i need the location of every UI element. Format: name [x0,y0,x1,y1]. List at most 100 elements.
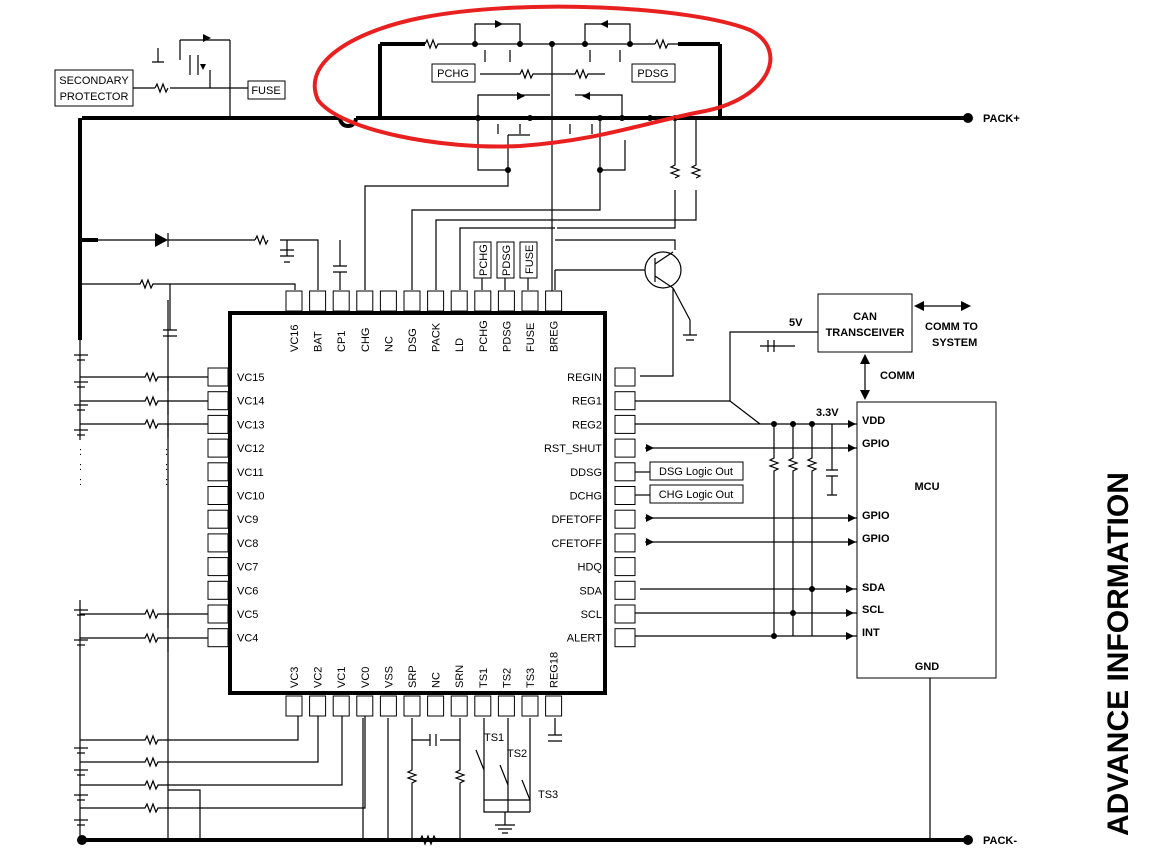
pin-right-hdq [614,557,636,577]
pin-top-label: CHG [360,328,372,352]
pin-bottom-label: NC [431,672,443,688]
pin-bottom-label: TS1 [478,668,490,688]
pin-top-label: PCHG [478,320,490,352]
pack-positive-label: PACK+ [983,113,1020,125]
pin-bottom-ts2 [497,695,515,717]
can-label-2: TRANSCEIVER [826,327,905,339]
pin-right-reg2 [614,414,636,434]
pin-right-sda [614,580,636,600]
svg-text::: : [165,461,168,473]
pin-bottom-label: SRP [407,665,419,688]
pin-right-dfetoff [614,509,636,529]
ts3-label: TS3 [538,789,558,801]
pin-bottom-vc3 [285,695,303,717]
pin-top-nc [379,290,397,312]
pdsg-label: PDSG [637,68,668,80]
mcu-pin-gpio: GPIO [862,533,890,545]
pin-left-vc12 [207,438,229,458]
pin-top-pack [427,290,445,312]
pin-bottom-vc0 [356,695,374,717]
pin-bottom-label: VSS [383,666,395,688]
pin-bottom-label: VC3 [289,667,301,688]
can-transceiver-box [817,293,913,353]
pin-top-label: BAT [313,331,325,352]
bottom-network [362,718,562,846]
comm-to-system-2: SYSTEM [932,337,977,349]
mcu-pin-int: INT [862,627,880,639]
secondary-protector-label-2: PROTECTOR [60,91,129,103]
pin-right-label: SDA [579,585,602,597]
pin-tag-boxes: PCHG PDSG FUSE [473,241,538,290]
pin-top-dsg [403,290,421,312]
highlight-ellipse [312,4,773,149]
pin-left-label: VC7 [237,562,258,574]
svg-text::: : [165,476,168,488]
pin-bottom-label: VC2 [313,667,325,688]
svg-text::: : [79,446,82,458]
pin-left-label: VC8 [237,538,258,550]
pin-left-vc7 [207,557,229,577]
pin-top-label: FUSE [525,323,537,352]
dsg-logic-out: DSG Logic Out [659,466,733,478]
mcu-pin-sda: SDA [862,582,885,594]
pin-right-label: RST_SHUT [544,443,602,455]
pin-left-vc5 [207,604,229,624]
fuse-drive-fet [133,34,248,118]
three-v3-label: 3.3V [816,407,839,419]
pin-top-label: CP1 [336,331,348,352]
pin-bottom-label: SRN [454,665,466,688]
pack-negative-label: PACK- [983,835,1017,847]
pin-top-fuse [521,290,539,312]
pin-left-vc9 [207,509,229,529]
pin-left-vc13 [207,414,229,434]
pin-bottom-nc [427,695,445,717]
pin-bottom-label: VC0 [360,667,372,688]
pin-top-label: DSG [407,328,419,352]
pin-right-regin [614,367,636,387]
dsg-logic-out-box [649,461,744,481]
pin-top-breg [545,290,563,312]
top-pin-wires [80,118,702,337]
secondary-protector-label-1: SECONDARY [59,75,129,87]
pin-left-vc4 [207,628,229,648]
pin-top-vc16 [285,290,303,312]
pin-left-label: VC13 [237,419,265,431]
pack-positive-rail [78,113,973,340]
pin-left-vc10 [207,486,229,505]
pin-top-label: NC [383,336,395,352]
mcu-pin-gpio: GPIO [862,438,890,450]
pin-right-label: SCL [581,609,602,621]
comm-label: COMM [880,370,915,382]
pin-right-scl [614,604,636,624]
svg-text::: : [165,446,168,458]
pin-bottom-vss [379,695,397,717]
pack-negative-rail [77,835,973,845]
pin-right-rst_shut [614,438,636,458]
pin-top-label: BREG [549,321,561,352]
pin-left-label: VC5 [237,609,258,621]
pin-top-pdsg [497,290,515,312]
pin-bottom-vc1 [332,695,350,717]
fuse-label: FUSE [251,85,280,97]
pin-left-vc8 [207,533,229,553]
pin-right-cfetoff [614,533,636,553]
chip-left-pins: VC15VC14VC13VC12VC11VC10VC9VC8VC7VC6VC5V… [207,367,265,648]
cell-stack: :::::: [74,300,366,840]
comm-to-system-1: COMM TO [925,321,978,333]
chg-logic-out: CHG Logic Out [659,489,734,501]
pin-left-label: VC11 [237,467,264,479]
pin-left-vc6 [207,580,229,600]
pin-top-label: VC16 [289,324,301,352]
afe-chip [228,311,607,695]
pin-right-alert [614,628,636,648]
pin-left-label: VC6 [237,585,258,597]
svg-text::: : [79,461,82,473]
svg-text::: : [79,476,82,488]
pin-left-label: VC4 [237,633,258,645]
pin-left-label: VC9 [237,514,258,526]
pin-right-dchg [614,486,636,505]
fet-network [378,20,722,300]
pin-left-vc15 [207,367,229,387]
pin-bottom-ts1 [474,695,492,717]
